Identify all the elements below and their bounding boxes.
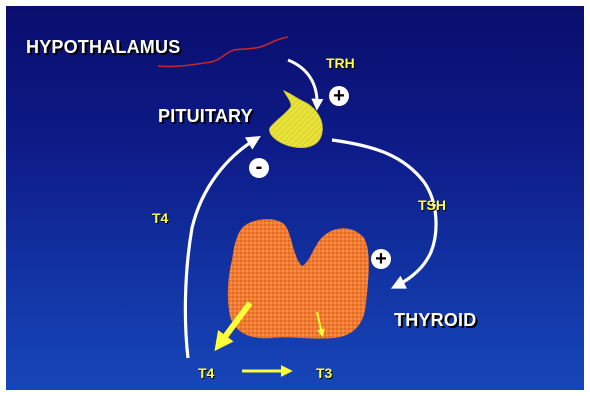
trh-stimulation-sign: + [329, 86, 349, 106]
thyroid-gland [228, 219, 369, 339]
thyroid-label: THYROID [394, 311, 476, 329]
slide: HYPOTHALAMUS TRH PITUITARY TSH T4 THYROI… [6, 6, 584, 390]
tsh-label: TSH [418, 198, 446, 212]
t4-feedback-label: T4 [152, 211, 168, 225]
t4-label: T4 [198, 366, 214, 380]
pituitary-gland [270, 91, 323, 147]
trh-label: TRH [326, 56, 355, 70]
t3-label: T3 [316, 366, 332, 380]
pituitary-inhibition-sign: - [249, 158, 269, 178]
pituitary-label: PITUITARY [158, 107, 253, 125]
hypothalamus-label: HYPOTHALAMUS [26, 38, 180, 56]
tsh-stimulation-sign: + [371, 249, 391, 269]
diagram-graphics [6, 6, 584, 390]
